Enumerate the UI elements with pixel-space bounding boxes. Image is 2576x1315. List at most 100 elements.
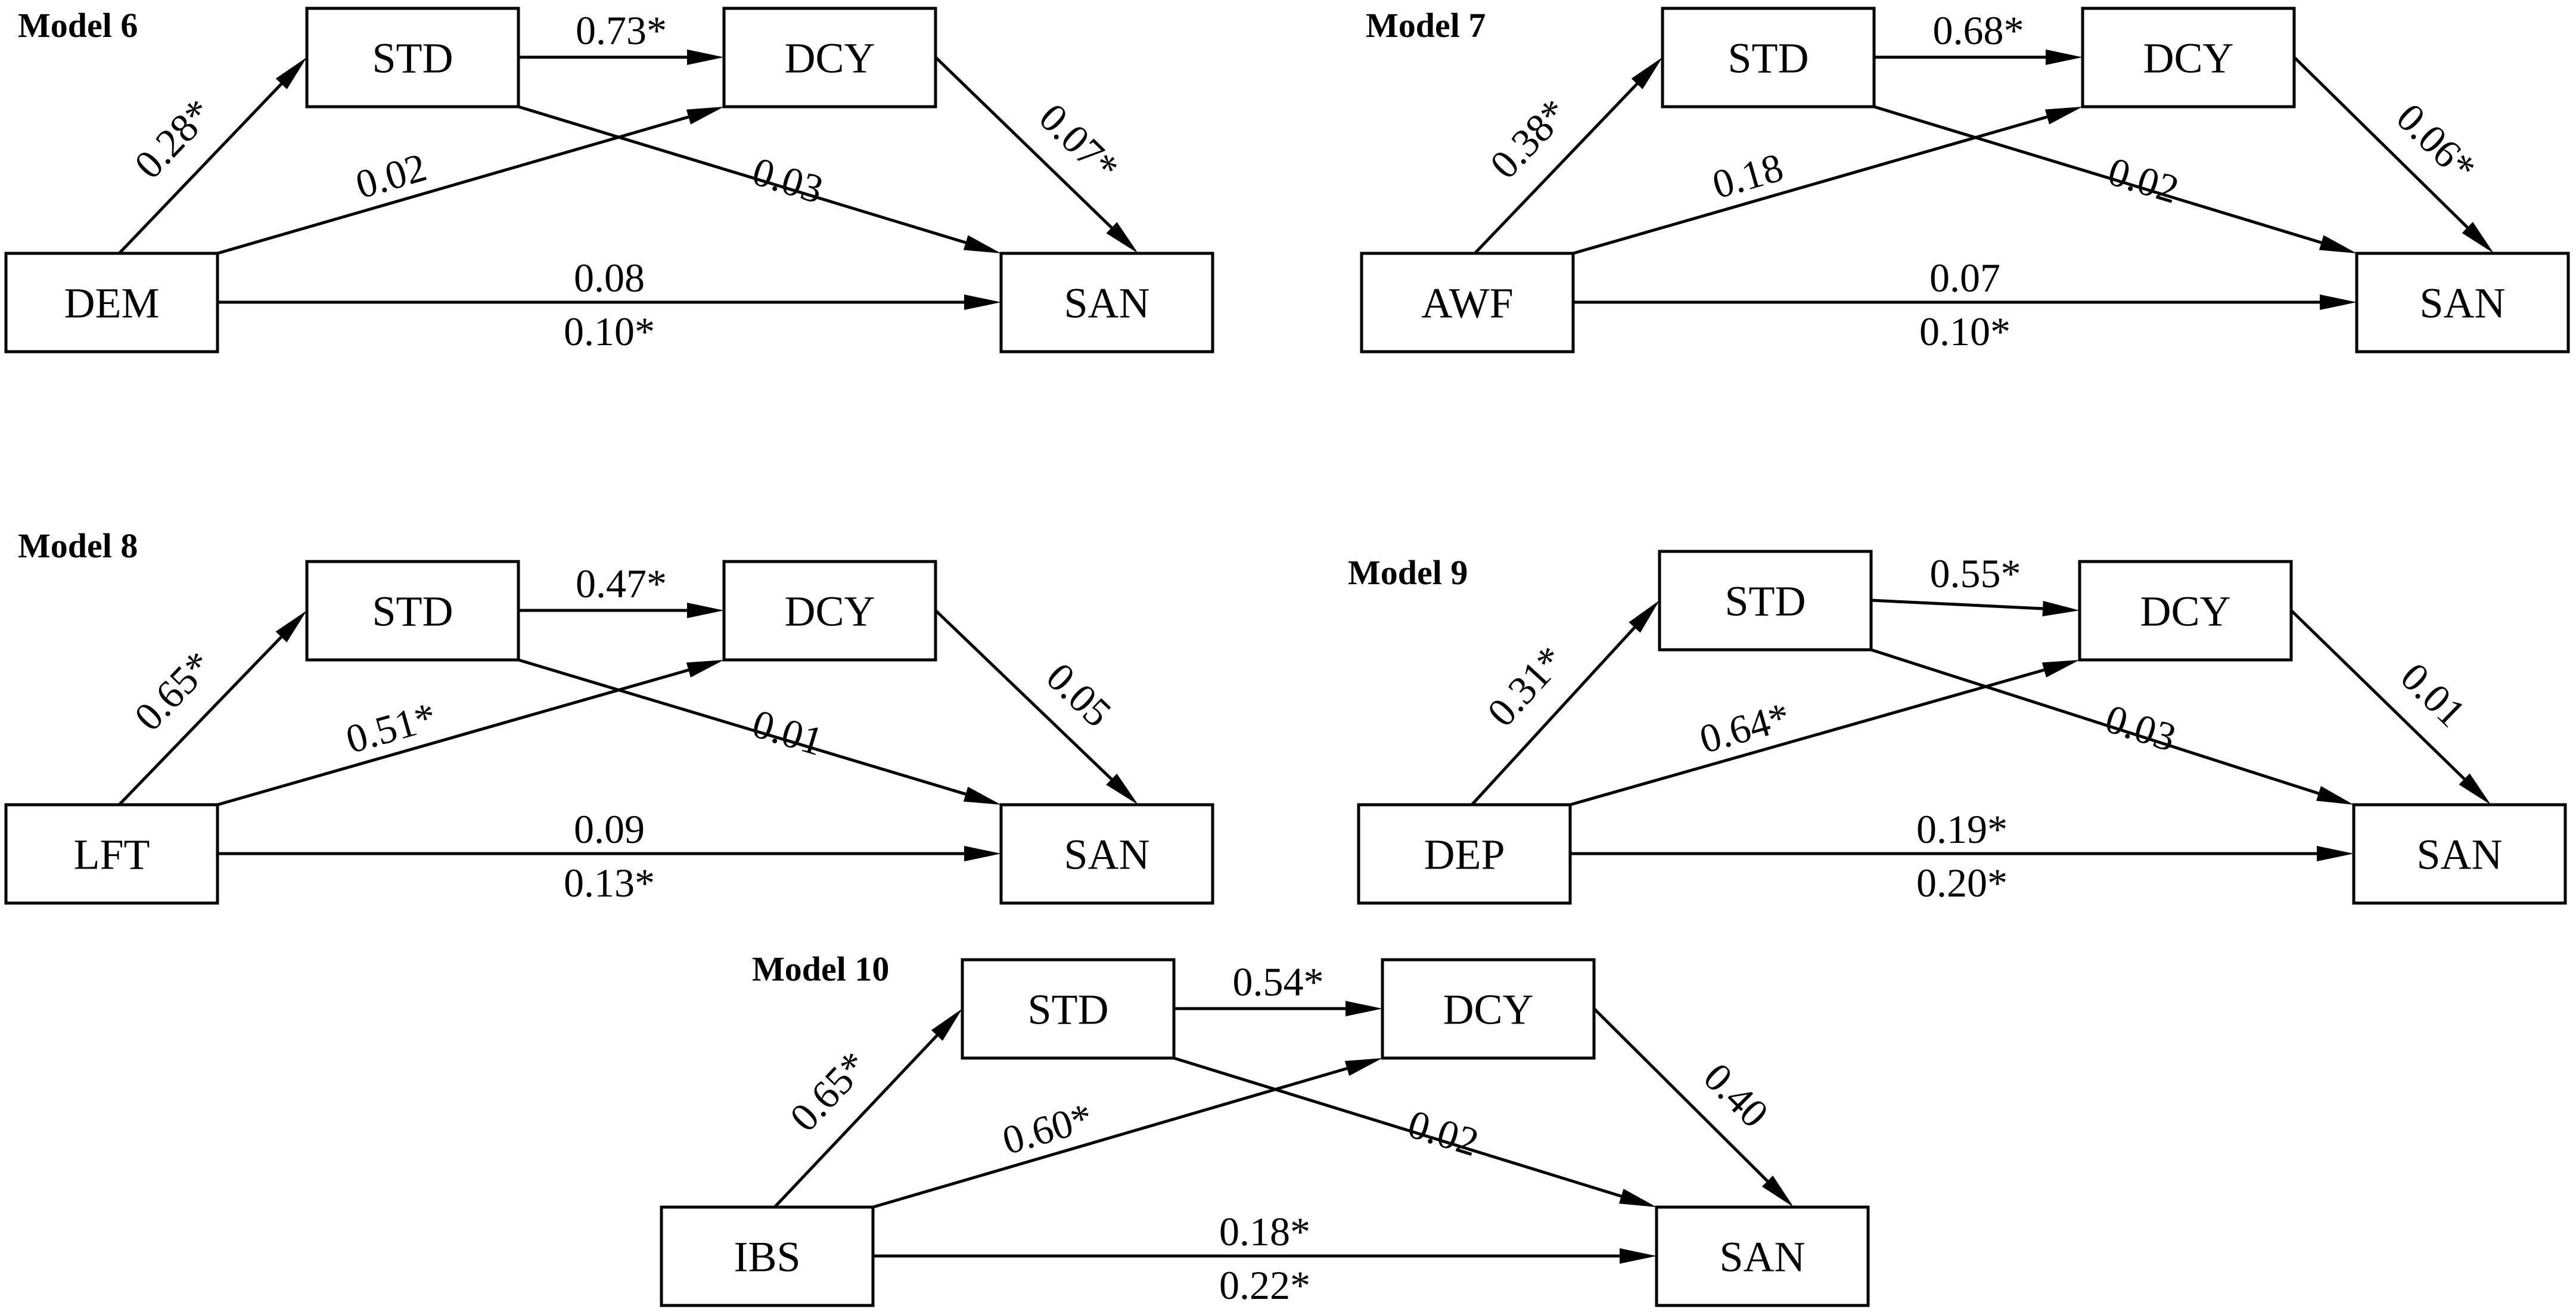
- edge-m1-m2-arrowhead: [687, 603, 724, 618]
- node-label: DEP: [1424, 831, 1505, 879]
- coef-m1-out: 0.03: [2100, 696, 2182, 761]
- edge-m2-out-arrowhead: [1106, 773, 1138, 805]
- node-label: SAN: [2419, 280, 2505, 327]
- node-box: [722, 7, 937, 108]
- coef-m1-out: 0.01: [747, 700, 828, 764]
- edge-pred-m2-line: [1570, 668, 2045, 807]
- coef-pred-m2: 0.60*: [998, 1094, 1098, 1163]
- node-mediator1: STD: [961, 958, 1176, 1060]
- edge-pred-m1-line: [1471, 626, 1636, 806]
- coef-pred-m2: 0.02: [350, 144, 431, 207]
- node-box: [2352, 803, 2567, 905]
- edge-pred-m1-arrowhead: [275, 57, 307, 89]
- coef-pred-m1: 0.65*: [125, 643, 221, 740]
- coef-total: 0.10*: [564, 309, 655, 354]
- edge-m2-out-arrowhead: [2462, 222, 2494, 253]
- node-outcome: SAN: [999, 252, 1214, 353]
- edge-direct-arrowhead: [2317, 846, 2354, 861]
- node-predictor: DEP: [1357, 803, 1572, 905]
- edge-pred-m2-arrowhead: [2044, 107, 2083, 125]
- node-box: [305, 7, 520, 108]
- edge-m2-out-line: [934, 609, 1113, 780]
- edge-direct-arrowhead: [964, 294, 1001, 310]
- node-box: [1655, 1205, 1870, 1307]
- edge-direct-arrowhead: [1620, 1248, 1657, 1264]
- node-label: SAN: [2416, 831, 2502, 879]
- edge-m1-out-line: [518, 658, 967, 796]
- node-label: DEM: [64, 280, 160, 327]
- edge-m1-out-line: [1870, 648, 2319, 795]
- coef-direct: 0.18*: [1219, 1209, 1310, 1254]
- edge-m2-out-arrowhead: [2459, 773, 2491, 805]
- coef-pred-m1: 0.31*: [1478, 637, 1573, 735]
- node-box: [2078, 560, 2293, 662]
- edge-m1-out-line: [518, 105, 967, 244]
- edge-m2-out-arrowhead: [1106, 222, 1138, 253]
- edge-m1-m2-line: [1870, 598, 2043, 610]
- node-predictor: DEM: [4, 252, 219, 353]
- coef-m2-out: 0.06*: [2388, 94, 2484, 190]
- node-predictor: LFT: [4, 803, 219, 905]
- coef-m2-out: 0.40: [1695, 1054, 1778, 1136]
- node-mediator2: DCY: [2081, 7, 2296, 108]
- edge-m2-out-line: [1593, 1007, 1769, 1183]
- node-predictor: AWF: [1360, 252, 1575, 353]
- node-mediator1: STD: [305, 7, 520, 108]
- edge-pred-m1-line: [118, 83, 282, 255]
- node-label: DCY: [2140, 588, 2230, 635]
- edge-m1-out-line: [1173, 1056, 1622, 1198]
- model-title: Model 8: [18, 526, 138, 565]
- node-box: [1360, 252, 1575, 353]
- edge-pred-m1-arrowhead: [1631, 57, 1663, 89]
- coef-direct: 0.09: [574, 807, 645, 852]
- node-box: [660, 1205, 875, 1307]
- coef-m2-out: 0.05: [1038, 654, 1120, 736]
- edge-m2-out-line: [2290, 609, 2466, 780]
- edge-m1-out-arrowhead: [2316, 786, 2354, 805]
- coef-m1-m2: 0.68*: [1933, 8, 2024, 53]
- node-label: SAN: [1719, 1233, 1805, 1281]
- coef-m1-out: 0.02: [1403, 1101, 1484, 1165]
- node-box: [999, 252, 1214, 353]
- node-label: SAN: [1064, 280, 1149, 327]
- coef-pred-m1: 0.38*: [1481, 90, 1577, 187]
- edge-m2-out-line: [2293, 56, 2469, 229]
- node-label: DCY: [2143, 35, 2233, 82]
- coef-total: 0.22*: [1219, 1263, 1310, 1308]
- edge-pred-m1-arrowhead: [275, 610, 307, 643]
- node-box: [999, 803, 1214, 905]
- edge-m1-out-arrowhead: [2319, 235, 2357, 253]
- node-outcome: SAN: [2352, 803, 2567, 905]
- edge-pred-m2-line: [872, 1067, 1348, 1209]
- model-title: Model 6: [18, 6, 138, 45]
- model-title: Model 9: [1348, 553, 1468, 592]
- coef-m2-out: 0.01: [2392, 654, 2474, 736]
- node-box: [1658, 550, 1873, 652]
- node-mediator2: DCY: [1381, 958, 1596, 1060]
- node-outcome: SAN: [1655, 1205, 1870, 1307]
- node-mediator2: DCY: [2078, 560, 2293, 662]
- edge-pred-m2-line: [217, 115, 689, 255]
- coef-direct: 0.08: [574, 255, 645, 300]
- coef-pred-m1: 0.65*: [781, 1043, 877, 1140]
- edge-m1-m2-arrowhead: [1346, 1001, 1382, 1016]
- node-outcome: SAN: [2355, 252, 2570, 353]
- coef-m1-m2: 0.73*: [576, 8, 667, 53]
- node-label: SAN: [1064, 831, 1149, 879]
- edge-pred-m1-line: [1474, 83, 1638, 255]
- edge-pred-m2-arrowhead: [686, 660, 724, 678]
- node-mediator1: STD: [1658, 550, 1873, 652]
- node-box: [1381, 958, 1596, 1060]
- edge-m1-m2-arrowhead: [2042, 601, 2080, 616]
- coef-m2-out: 0.07*: [1031, 94, 1128, 190]
- node-box: [1357, 803, 1572, 905]
- edge-pred-m1-line: [773, 1034, 939, 1208]
- node-box: [305, 560, 520, 662]
- edge-m1-m2-arrowhead: [2046, 49, 2083, 65]
- node-box: [1661, 7, 1876, 108]
- node-mediator1: STD: [305, 560, 520, 662]
- edge-pred-m2-arrowhead: [2041, 660, 2080, 678]
